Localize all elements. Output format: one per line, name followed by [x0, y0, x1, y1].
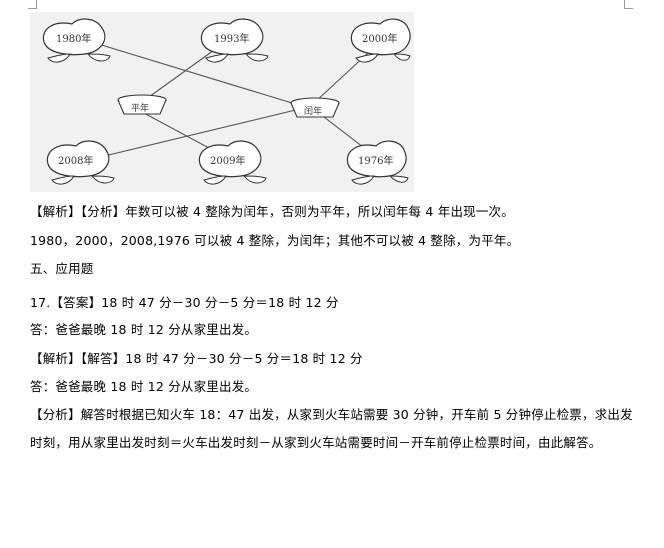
section-heading: 五、应用题 [30, 261, 94, 276]
peach-1993: 1993年 [200, 18, 269, 63]
analysis-line-2: 1980，2000，2008,1976 可以被 4 整除，为闰年；其他不可以被 … [30, 233, 520, 248]
peach-label-2009: 2009年 [210, 154, 245, 167]
basket-common-year: 平年 [117, 94, 167, 115]
peach-label-2008: 2008年 [58, 154, 93, 167]
basket-leap-year: 闰年 [290, 97, 340, 118]
q17-analysis-line-2: 时刻，用从家里出发时刻＝火车出发时刻－从家到火车站需要时间－开车前停止检票时间，… [30, 435, 602, 450]
basket-label-common: 平年 [131, 102, 149, 114]
analysis-line-1: 【解析】【分析】年数可以被 4 整除为闰年，否则为平年，所以闰年每 4 年出现一… [30, 204, 514, 219]
peach-label-1976: 1976年 [358, 154, 393, 167]
line-2008-leap [87, 106, 309, 161]
q17-solution: 【解析】【解答】18 时 47 分－30 分－5 分＝18 时 12 分 [30, 351, 363, 366]
peach-label-1993: 1993年 [214, 32, 249, 45]
peach-2000: 2000年 [350, 18, 411, 63]
peach-1976: 1976年 [346, 140, 409, 185]
q17-analysis-line-1: 【分析】解答时根据已知火车 18：47 出发，从家到火车站需要 30 分钟，开车… [30, 407, 633, 422]
peach-label-1980: 1980年 [56, 32, 91, 45]
line-1980-leap [84, 39, 316, 111]
q17-reply-2: 答：爸爸最晚 18 时 12 分从家里出发。 [30, 379, 258, 394]
matching-figure: 1980年 1993年 2000年 2008年 2009年 [30, 12, 414, 192]
peach-2009: 2009年 [198, 140, 267, 185]
matching-figure-svg: 1980年 1993年 2000年 2008年 2009年 [30, 12, 414, 192]
basket-label-leap: 闰年 [304, 105, 322, 117]
peach-1980: 1980年 [42, 18, 111, 63]
q17-reply-1: 答：爸爸最晚 18 时 12 分从家里出发。 [30, 322, 258, 337]
q17-answer: 17.【答案】18 时 47 分－30 分－5 分＝18 时 12 分 [30, 295, 339, 310]
peach-label-2000: 2000年 [362, 32, 397, 45]
page-corner-mark-left [28, 0, 37, 9]
page-corner-mark-right [624, 0, 633, 9]
peach-2008: 2008年 [46, 140, 115, 185]
